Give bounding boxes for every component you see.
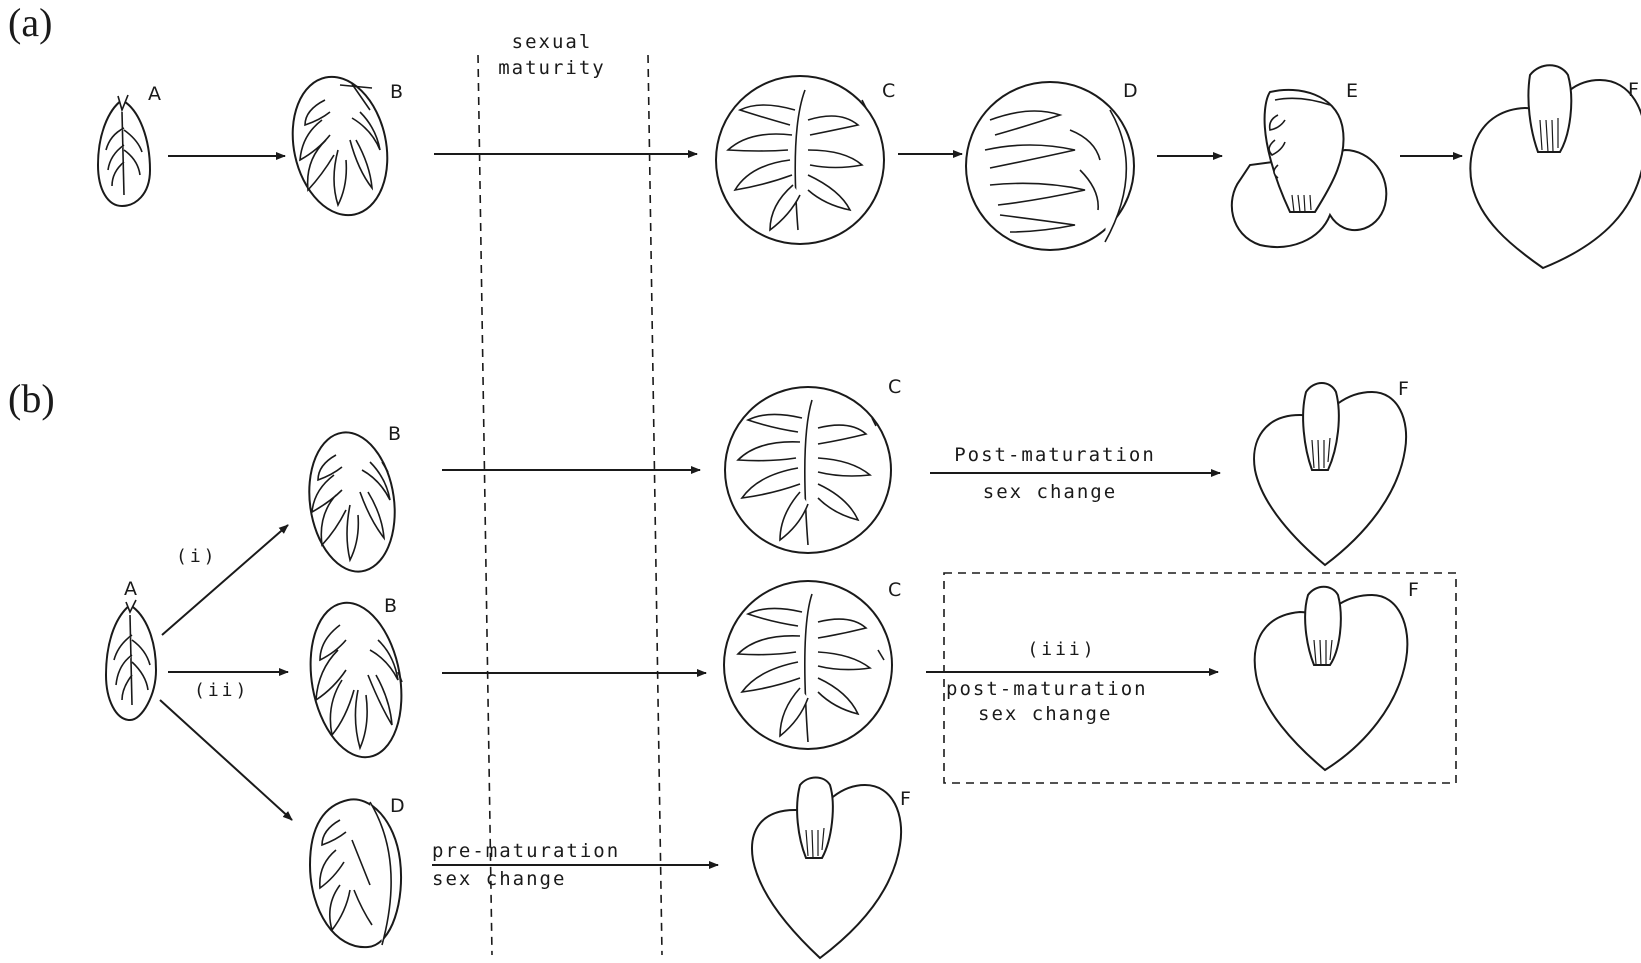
post-maturation-label-line1: Post-maturation — [954, 444, 1156, 466]
stage-d-label-top: D — [1123, 80, 1138, 102]
stage-a-label-bottom: A — [124, 578, 137, 600]
pre-maturation-label-line2: sex change — [432, 868, 566, 890]
panel-label-b: (b) — [8, 376, 55, 421]
post-maturation-iii-label-line1: post-maturation — [946, 678, 1148, 700]
stage-f-label-route-iii: F — [1408, 579, 1419, 601]
sexual-maturity-band — [478, 55, 662, 955]
stage-f-female-gonad-route-i — [1254, 383, 1406, 565]
stage-e-transitional-gonad — [1232, 90, 1387, 247]
stage-b-label-route-i: B — [388, 423, 401, 445]
stage-b-immature-gonad — [280, 68, 399, 224]
stage-b-immature-gonad-route-ii — [299, 596, 413, 765]
route-iii-label: (iii) — [1027, 639, 1096, 660]
stage-c-male-gonad-top — [716, 76, 884, 244]
panel-label-a: (a) — [8, 0, 52, 45]
stage-c-male-gonad-route-ii — [724, 581, 892, 749]
post-maturation-iii-label-line2: sex change — [978, 703, 1112, 725]
pre-maturation-label-line1: pre-maturation — [432, 840, 620, 862]
stage-c-label-route-i: C — [888, 376, 901, 398]
stage-d-transitional-gonad — [966, 82, 1134, 250]
stage-f-female-gonad-top — [1470, 65, 1641, 268]
stage-b-immature-gonad-route-i — [301, 427, 404, 577]
stage-b-label-route-ii: B — [384, 595, 397, 617]
maturity-line-left — [478, 55, 492, 955]
stage-f-label-pre-maturation: F — [900, 788, 911, 810]
stage-f-label-top: F — [1628, 79, 1639, 101]
arrow-route-direct — [160, 700, 292, 820]
post-maturation-label-line2: sex change — [983, 481, 1117, 503]
arrow-route-i — [162, 525, 288, 635]
route-ii-label: (ii) — [194, 680, 249, 701]
stage-e-label-top: E — [1346, 80, 1358, 102]
stage-b-label-top: B — [390, 81, 403, 103]
stage-c-male-gonad-route-i — [725, 387, 891, 553]
stage-a-label-top: A — [148, 83, 161, 105]
stage-a-juvenile-gonad-bottom — [106, 600, 156, 720]
stage-f-label-route-i: F — [1398, 378, 1409, 400]
stage-c-label-route-ii: C — [888, 579, 901, 601]
stage-a-juvenile-gonad — [98, 95, 150, 206]
sexual-maturity-label-line2: maturity — [498, 57, 606, 79]
stage-f-female-gonad-pre-maturation — [752, 778, 901, 959]
stage-d-label-bottom: D — [390, 795, 405, 817]
maturity-line-right — [648, 55, 662, 955]
route-i-label: (i) — [176, 546, 218, 567]
stage-d-transitional-gonad-bottom — [310, 799, 401, 947]
stage-f-female-gonad-route-iii — [1255, 587, 1408, 770]
stage-c-label-top: C — [882, 80, 895, 102]
sexual-maturity-label-line1: sexual — [512, 31, 593, 53]
